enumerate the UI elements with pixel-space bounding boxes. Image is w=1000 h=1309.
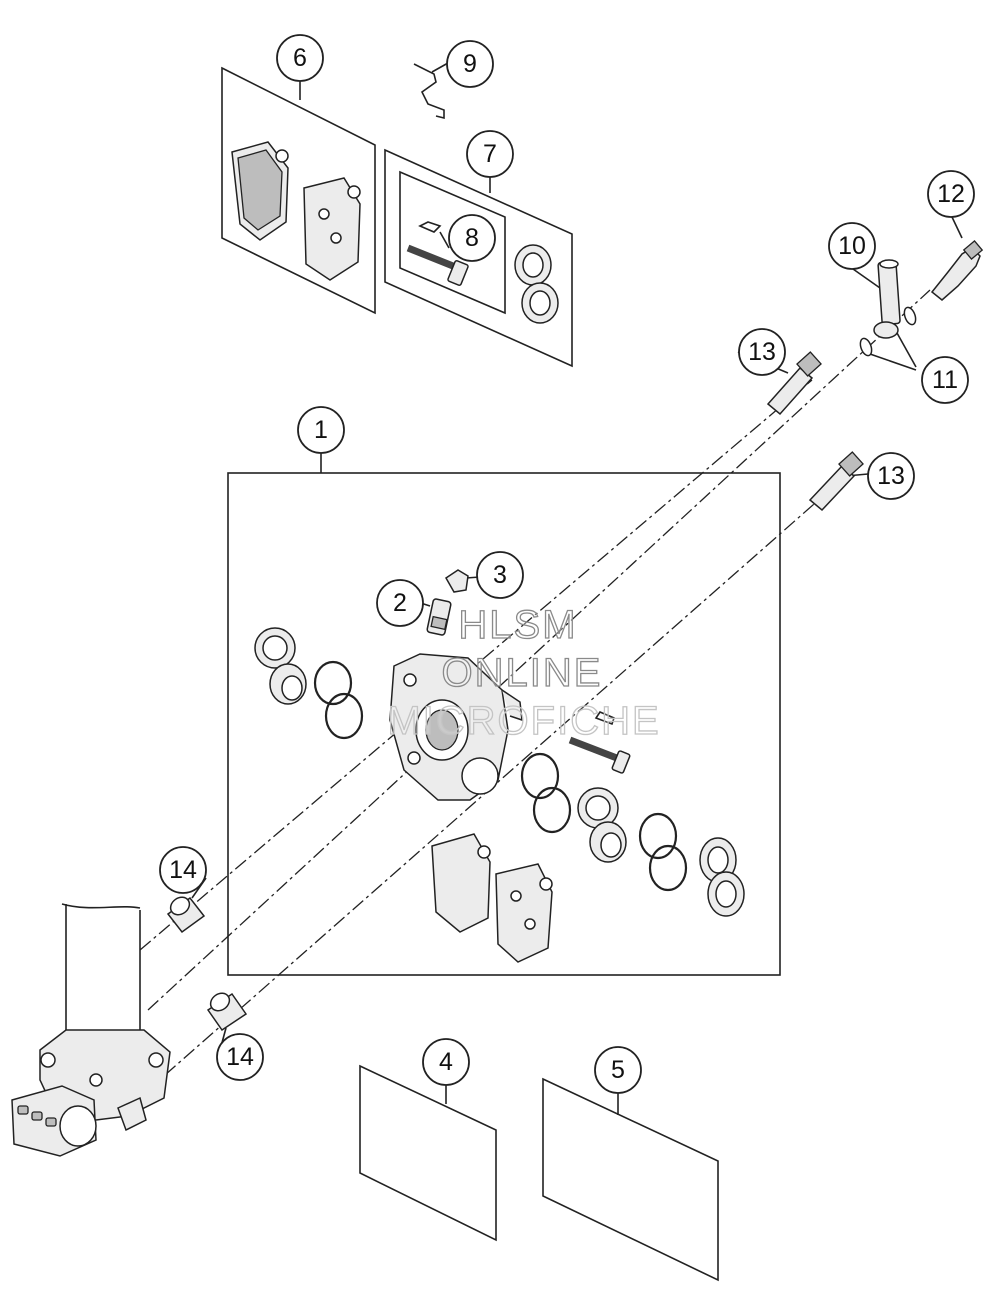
spring-clip-9	[413, 63, 445, 120]
seals-middle	[520, 752, 572, 834]
callout-4-label: 4	[439, 1048, 453, 1076]
callout-12-label: 12	[937, 180, 965, 208]
callout-10-label: 10	[838, 232, 866, 260]
bolt-13-upper	[766, 351, 822, 416]
bushing-14-lower	[206, 992, 248, 1032]
callout-2: 2	[376, 579, 424, 627]
axis-line-upper	[139, 379, 813, 951]
callout-5-label: 5	[611, 1056, 625, 1084]
callout-14-upper-label: 14	[169, 856, 197, 884]
callout-3-label: 3	[493, 561, 507, 589]
callout-12: 12	[927, 170, 975, 218]
bolt-13-lower	[808, 451, 864, 512]
watermark-line-3: MICROFICHE	[387, 699, 660, 743]
callout-7: 7	[466, 130, 514, 178]
brake-pads-in-caliper	[431, 833, 553, 963]
axis-line-banjo	[147, 289, 931, 1011]
caliper-body	[389, 653, 523, 801]
kit-box-7-repair-kit	[384, 148, 573, 368]
callout-5: 5	[594, 1046, 642, 1094]
pistons-middle	[577, 787, 627, 863]
watermark-line-1: HLSM	[458, 603, 577, 647]
pad-pin-in-caliper	[568, 711, 631, 774]
kit-box-6-brake-pads	[221, 66, 376, 315]
pistons-left	[254, 627, 307, 705]
kit-box-5-seals	[542, 1077, 719, 1282]
dust-cap-3	[445, 569, 469, 593]
callout-13-lower: 13	[867, 452, 915, 500]
callout-13-lower-label: 13	[877, 462, 905, 490]
callout-4: 4	[422, 1038, 470, 1086]
callout-13-upper-label: 13	[748, 338, 776, 366]
callout-11: 11	[921, 356, 969, 404]
brake-pad-pair-6	[231, 141, 361, 281]
callout-1-label: 1	[314, 416, 328, 444]
callout-14-upper: 14	[159, 846, 207, 894]
bleed-screw-12	[930, 239, 984, 301]
watermark-line-2: ONLINE	[442, 651, 603, 695]
seal-pair-right	[699, 837, 745, 917]
kit-box-4-pistons	[359, 1064, 497, 1242]
callout-14-lower-label: 14	[226, 1043, 254, 1071]
pad-pin-8	[406, 221, 469, 286]
fork-leg	[11, 903, 171, 1157]
callout-8: 8	[448, 214, 496, 262]
washers-11	[859, 306, 917, 357]
callout-10: 10	[828, 222, 876, 270]
bleed-nipple-2	[426, 598, 452, 636]
seals-left	[313, 660, 364, 740]
callout-11-label: 11	[932, 366, 958, 394]
callout-6: 6	[276, 34, 324, 82]
seals-right	[638, 812, 688, 892]
callout-8-label: 8	[465, 224, 479, 252]
callout-6-label: 6	[293, 44, 307, 72]
callout-14-lower: 14	[216, 1033, 264, 1081]
kit-box-8-inner	[399, 170, 506, 315]
bushing-14-upper	[166, 896, 206, 934]
callout-13-upper: 13	[738, 328, 786, 376]
kit-box-1-brake-caliper	[227, 472, 781, 976]
callout-1: 1	[297, 406, 345, 454]
seal-set-7	[514, 244, 559, 324]
callout-3: 3	[476, 551, 524, 599]
callout-9-label: 9	[463, 50, 477, 78]
callout-7-label: 7	[483, 140, 497, 168]
banjo-fitting-10	[873, 259, 901, 339]
watermark: HLSM ONLINE MICROFICHE	[387, 602, 660, 743]
callout-2-label: 2	[393, 589, 407, 617]
callout-9: 9	[446, 40, 494, 88]
